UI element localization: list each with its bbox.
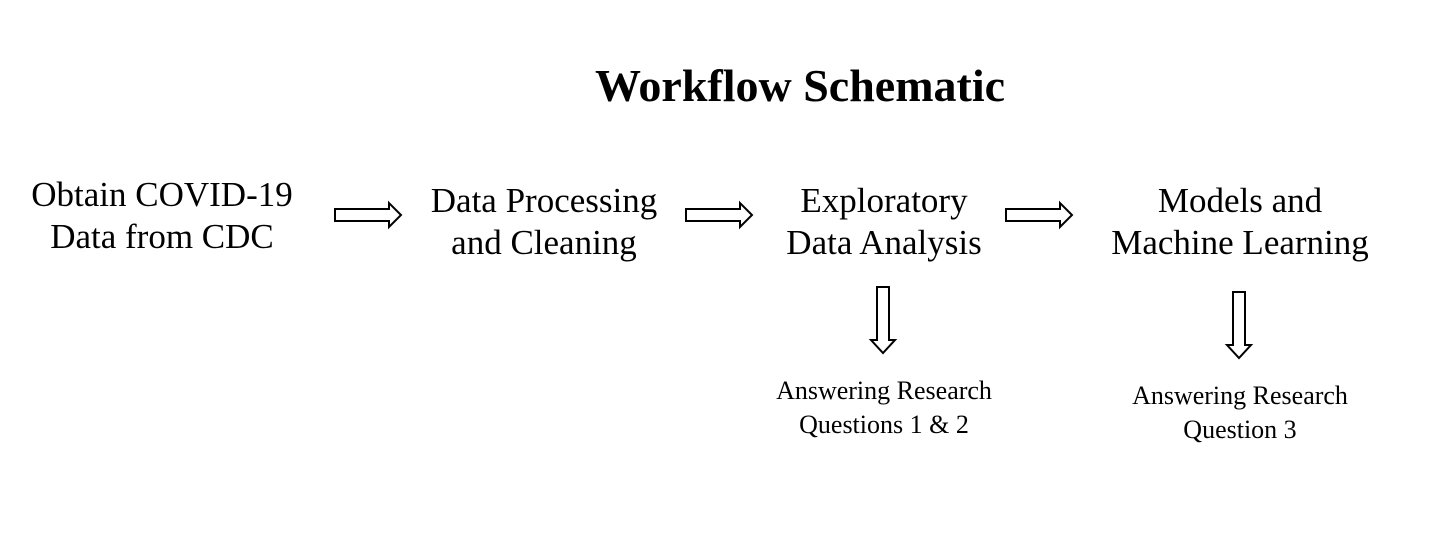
arrow-right-2 <box>685 200 754 230</box>
step-obtain-data-line2: Data from CDC <box>50 217 274 256</box>
step-models-ml-line1: Models and <box>1157 181 1323 220</box>
outcome-2-line1: Answering Research <box>1132 381 1348 410</box>
arrow-down-2 <box>1224 291 1254 360</box>
outcome-research-questions-1-2: Answering Research Questions 1 & 2 <box>776 374 992 442</box>
step-obtain-data-line1: Obtain COVID-19 <box>31 175 293 214</box>
step-exploratory-analysis: Exploratory Data Analysis <box>786 180 981 264</box>
outcome-2-line2: Question 3 <box>1183 415 1297 444</box>
outcome-1-line1: Answering Research <box>776 376 992 405</box>
arrow-down-1 <box>868 286 898 355</box>
diagram-title: Workflow Schematic <box>594 60 1006 111</box>
arrow-right-1 <box>334 200 403 230</box>
step-obtain-data: Obtain COVID-19 Data from CDC <box>31 174 293 258</box>
outcome-1-line2: Questions 1 & 2 <box>799 410 969 439</box>
step-exploratory-analysis-line1: Exploratory <box>800 181 968 220</box>
step-exploratory-analysis-line2: Data Analysis <box>786 223 982 262</box>
outcome-research-question-3: Answering Research Question 3 <box>1132 379 1348 447</box>
step-data-processing-line2: and Cleaning <box>451 223 637 262</box>
step-data-processing-line1: Data Processing <box>430 181 658 220</box>
step-models-ml: Models and Machine Learning <box>1111 180 1369 264</box>
step-models-ml-line2: Machine Learning <box>1111 223 1369 262</box>
step-data-processing: Data Processing and Cleaning <box>431 180 657 264</box>
arrow-right-3 <box>1005 200 1074 230</box>
